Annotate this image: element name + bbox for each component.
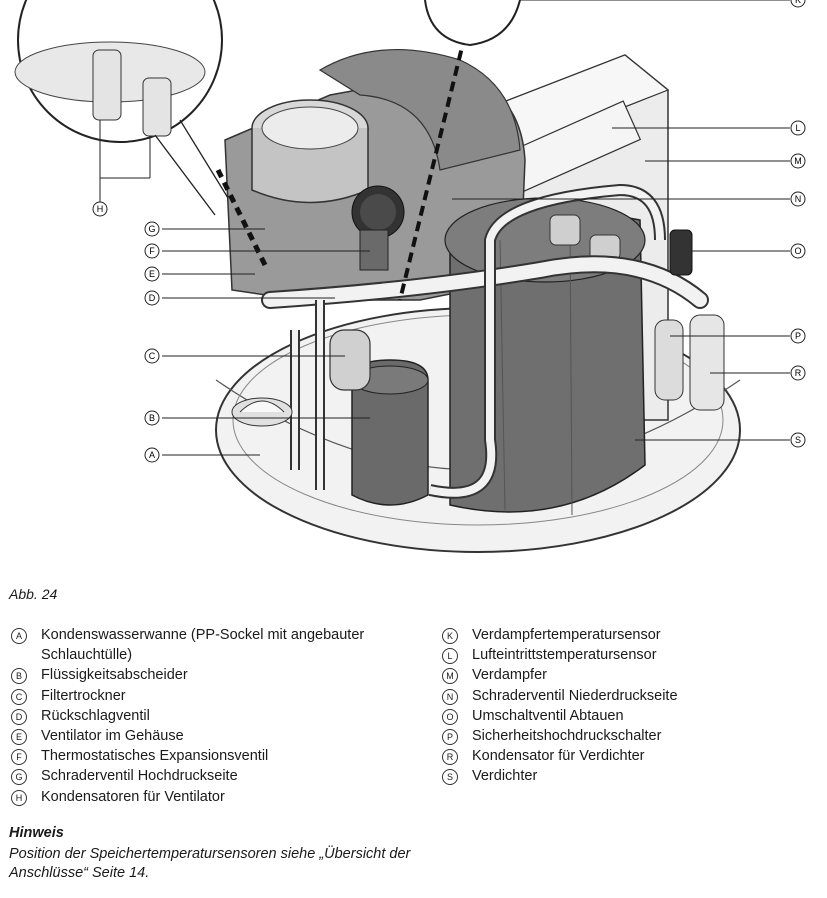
callout-d: D xyxy=(144,290,160,306)
legend-item-g: G Schraderventil Hochdruckseite xyxy=(9,766,414,786)
legend-text: Sicherheitshochdruckschalter xyxy=(472,728,662,745)
legend-letter-badge: L xyxy=(442,648,458,665)
legend-text: Kondenswasserwanne (PP-Sockel mit angeba… xyxy=(41,627,365,664)
callout-h: H xyxy=(92,201,108,217)
callout-r: R xyxy=(790,365,806,381)
legend-left: A Kondenswasserwanne (PP-Sockel mit angeb… xyxy=(9,625,414,807)
note-title: Hinweis xyxy=(9,825,64,841)
legend-item-a: A Kondenswasserwanne (PP-Sockel mit angeb… xyxy=(9,625,414,665)
callout-letter: C xyxy=(149,351,156,361)
legend-item-f: F Thermostatisches Expansionsventil xyxy=(9,746,414,766)
legend-text: Verdampfer xyxy=(472,667,547,684)
callout-n: N xyxy=(790,191,806,207)
legend-item-l: L Lufteintrittstemperatursensor xyxy=(440,645,820,665)
filter-drier xyxy=(329,329,371,391)
callout-c: C xyxy=(144,348,160,364)
legend-letter-badge: C xyxy=(11,688,27,705)
callout-letter: F xyxy=(149,246,155,256)
legend-letter-badge: S xyxy=(442,769,458,786)
legend-text: Verdichter xyxy=(472,768,538,785)
callout-b: B xyxy=(144,410,160,426)
legend-item-c: C Filtertrockner xyxy=(9,686,414,706)
legend-item-n: N Schraderventil Niederdruckseite xyxy=(440,686,820,706)
legend-text: Schraderventil Hochdruckseite xyxy=(41,768,238,785)
callout-f: F xyxy=(144,243,160,259)
legend-letter-badge: N xyxy=(442,688,458,705)
callout-letter: B xyxy=(149,413,155,423)
compressor-capacitor xyxy=(689,314,725,411)
callout-o: O xyxy=(790,243,806,259)
callout-p: P xyxy=(790,328,806,344)
callout-a: A xyxy=(144,447,160,463)
defrost-valve xyxy=(669,229,693,276)
legend-text: Rückschlagventil xyxy=(41,707,150,724)
callout-letter: E xyxy=(149,269,155,279)
legend-item-m: M Verdampfer xyxy=(440,665,820,685)
legend-item-o: O Umschaltventil Abtauen xyxy=(440,706,820,726)
hp-switch xyxy=(654,319,684,401)
callout-k: K xyxy=(790,0,806,8)
legend-item-h: H Kondensatoren für Ventilator xyxy=(9,787,414,807)
callout-letter: A xyxy=(149,450,155,460)
legend-letter-badge: R xyxy=(442,749,458,766)
legend-item-e: E Ventilator im Gehäuse xyxy=(9,726,414,746)
figure-caption: Abb. 24 xyxy=(9,586,58,602)
legend-text: Filtertrockner xyxy=(41,687,126,704)
callout-letter: S xyxy=(795,435,801,445)
legend-letter-badge: D xyxy=(11,708,27,725)
callout-letter: N xyxy=(795,194,802,204)
callout-letter: D xyxy=(149,293,156,303)
legend-letter-badge: H xyxy=(11,789,27,806)
legend-text: Kondensator für Verdichter xyxy=(472,748,645,765)
legend-text: Ventilator im Gehäuse xyxy=(41,728,184,745)
legend-text: Verdampfertemperatursensor xyxy=(472,627,661,643)
callout-letter: M xyxy=(794,156,802,166)
callout-letter: P xyxy=(795,331,801,341)
callout-markers: K L M N O P R S G F E D C B A H xyxy=(92,0,806,463)
callout-letter: H xyxy=(97,204,104,214)
legend-item-s: S Verdichter xyxy=(440,766,820,786)
legend-item-d: D Rückschlagventil xyxy=(9,706,414,726)
callout-l: L xyxy=(790,120,806,136)
callout-letter: L xyxy=(795,123,800,133)
note-body: Position der Speichertemperatursensoren … xyxy=(9,846,411,881)
legend-letter-badge: M xyxy=(442,668,458,685)
legend-letter-badge: G xyxy=(11,769,27,786)
callout-s: S xyxy=(790,432,806,448)
legend-text: Flüssigkeitsabscheider xyxy=(41,667,188,684)
legend-letter-badge: B xyxy=(11,668,27,685)
legend-item-r: R Kondensator für Verdichter xyxy=(440,746,820,766)
callout-letter: R xyxy=(795,368,802,378)
legend-letter-badge: K xyxy=(442,628,458,644)
legend-letter-badge: A xyxy=(11,628,27,644)
legend-item-b: B Flüssigkeitsabscheider xyxy=(9,665,414,685)
legend-letter-badge: E xyxy=(11,729,27,746)
legend-letter-badge: P xyxy=(442,729,458,746)
legend-letter-badge: O xyxy=(442,708,458,725)
callout-letter: K xyxy=(795,0,801,5)
callout-letter: G xyxy=(148,224,155,234)
legend-text: Kondensatoren für Ventilator xyxy=(41,788,225,805)
callout-e: E xyxy=(144,266,160,282)
legend-text: Thermostatisches Expansionsventil xyxy=(41,748,269,765)
legend-letter-badge: F xyxy=(11,749,27,766)
heat-pump-illustration: K L M N O P R S G F E D C B A H xyxy=(14,0,806,553)
callout-m: M xyxy=(790,153,806,169)
legend-item-k: K Verdampfertemperatursensor xyxy=(440,625,820,645)
legend-item-p: P Sicherheitshochdruckschalter xyxy=(440,726,820,746)
callout-g: G xyxy=(144,221,160,237)
callout-letter: O xyxy=(794,246,801,256)
legend-text: Schraderventil Niederdruckseite xyxy=(472,687,678,704)
legend-text: Umschaltventil Abtauen xyxy=(472,707,624,724)
legend-text: Lufteintrittstemperatursensor xyxy=(472,647,657,664)
